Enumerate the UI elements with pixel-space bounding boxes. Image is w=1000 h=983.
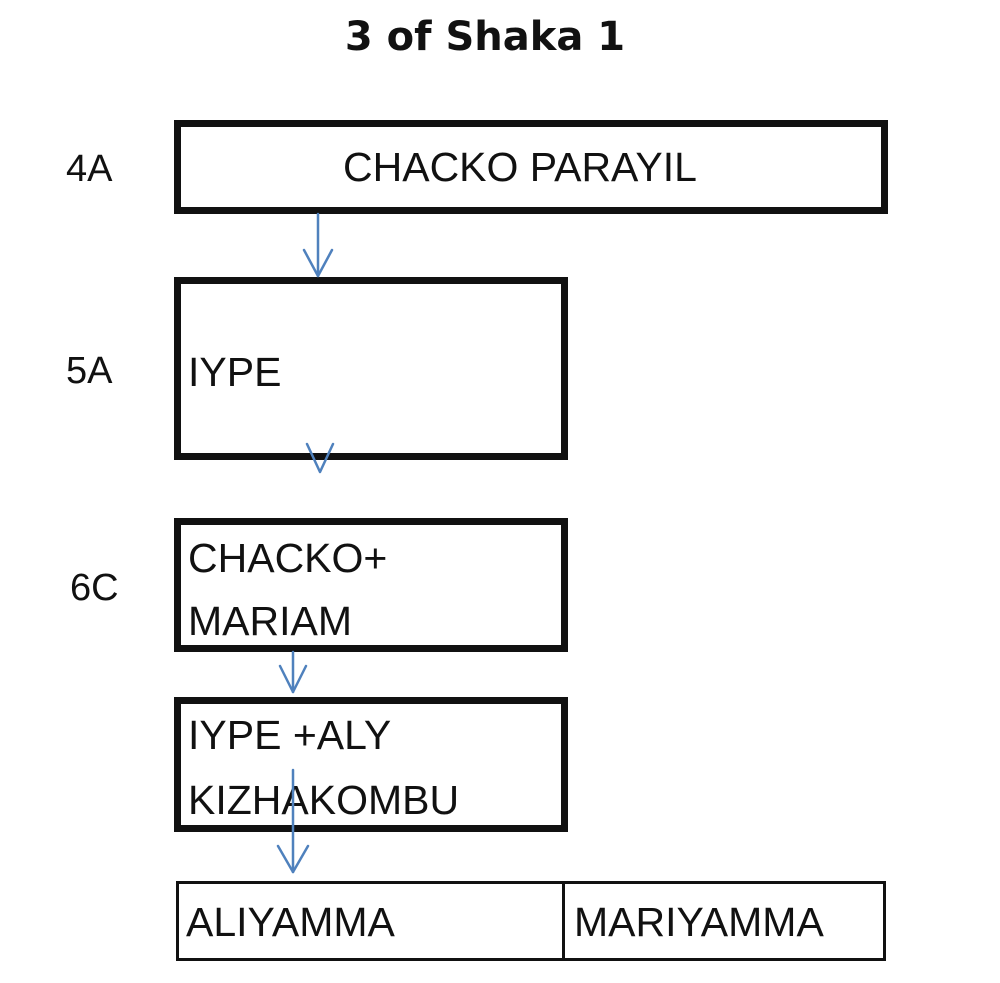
person-name-chacko-parayil: CHACKO PARAYIL — [343, 144, 697, 190]
person-name-aliyamma: ALIYAMMA — [186, 899, 395, 945]
person-name-kizhakombu: KIZHAKOMBU — [188, 777, 460, 823]
arrow-down-6c-to-next — [278, 650, 308, 694]
arrow-down-5a-to-6c — [305, 442, 335, 474]
generation-label-5a: 5A — [66, 350, 113, 392]
person-name-iype-aly: IYPE +ALY — [188, 712, 392, 758]
person-name-iype: IYPE — [188, 349, 282, 395]
arrow-down-4a-to-5a — [302, 212, 334, 278]
children-row — [176, 881, 886, 961]
children-divider — [562, 881, 565, 961]
person-box-iype-aly — [174, 697, 568, 832]
person-box-chacko-mariam — [174, 518, 568, 652]
diagram-title: 3 of Shaka 1 — [344, 14, 626, 60]
person-name-mariam: MARIAM — [188, 598, 352, 644]
generation-label-6c: 6C — [70, 567, 119, 609]
person-name-chacko: CHACKO+ — [188, 535, 388, 581]
person-box-chacko-parayil — [174, 120, 888, 214]
person-name-mariyamma: MARIYAMMA — [574, 899, 824, 945]
arrow-down-to-children — [276, 768, 310, 874]
generation-label-4a: 4A — [66, 148, 113, 190]
person-box-iype — [174, 277, 568, 460]
